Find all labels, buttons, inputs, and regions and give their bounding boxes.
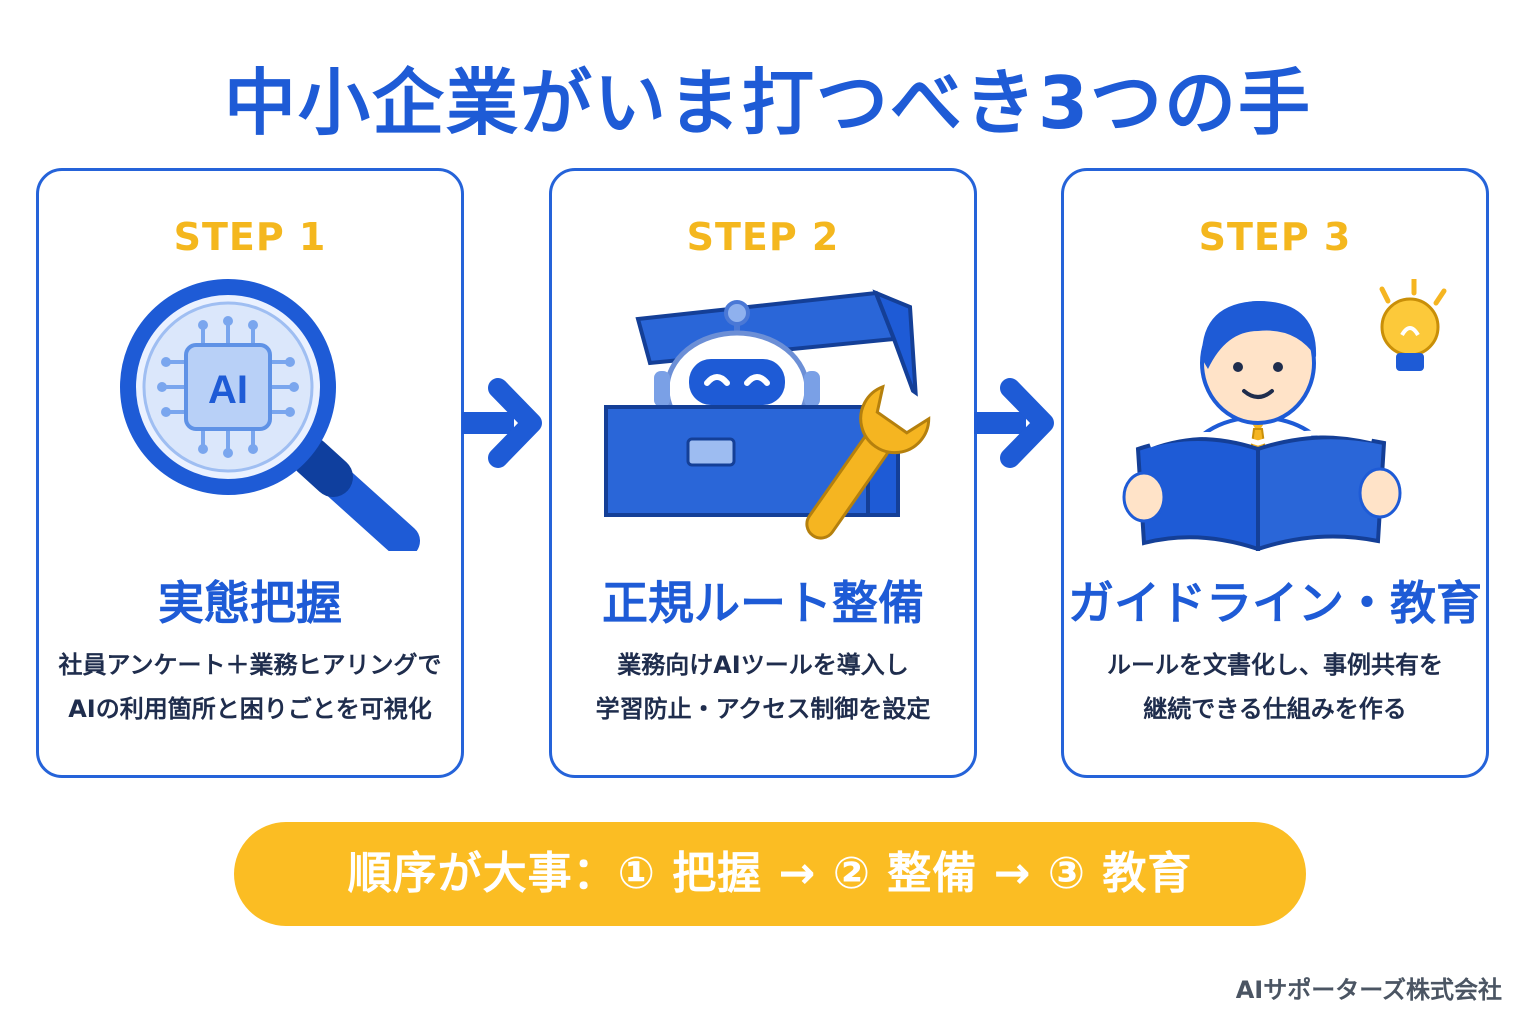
- step-description-line: AIの利用箇所と困りごとを可視化: [68, 695, 432, 723]
- page-title: 中小企業がいま打つべき3つの手: [223, 61, 1313, 145]
- magnifier-ai-chip-icon: AI: [120, 279, 420, 551]
- step-card-1: STEP 1 AI 実態把握 社員アンケート＋業務ヒアリングで AIの利用箇所と…: [36, 168, 464, 778]
- step-description-line: ルールを文書化し、事例共有を: [1107, 651, 1443, 679]
- company-name: AIサポーターズ株式会社: [1235, 976, 1502, 1004]
- order-banner: 順序が大事：① 把握 → ② 整備 → ③ 教育: [234, 822, 1306, 926]
- step-description: ルールを文書化し、事例共有を 継続できる仕組みを作る: [1074, 643, 1476, 731]
- robot-toolbox-wrench-icon: [604, 289, 931, 540]
- step-card-3: STEP 3 ガイドライン・教育 ルールを文書化し、事例共有を: [1061, 168, 1489, 778]
- step-description-line: 社員アンケート＋業務ヒアリングで: [58, 651, 442, 679]
- step-label: STEP 3: [1198, 215, 1352, 259]
- step-description-line: 学習防止・アクセス制御を設定: [595, 695, 931, 723]
- arrow-right-icon: [462, 378, 542, 468]
- lightbulb-icon: [1379, 279, 1447, 371]
- step-card-2: STEP 2 正規ルート整備 業務向けAIツールを導入し 学習防止・アクセス制御…: [549, 168, 977, 778]
- step-title: ガイドライン・教育: [1068, 576, 1482, 630]
- step-description: 社員アンケート＋業務ヒアリングで AIの利用箇所と困りごとを可視化: [49, 643, 451, 731]
- step-description: 業務向けAIツールを導入し 学習防止・アクセス制御を設定: [562, 643, 964, 731]
- step-title: 正規ルート整備: [602, 576, 924, 630]
- step-title: 実態把握: [158, 576, 342, 630]
- person-reading-book-lightbulb-icon: [1122, 279, 1447, 551]
- step-label: STEP 1: [173, 215, 327, 259]
- step-label: STEP 2: [686, 215, 840, 259]
- step-description-line: 業務向けAIツールを導入し: [617, 651, 909, 679]
- arrow-right-icon: [974, 378, 1054, 468]
- ai-chip-label: AI: [208, 368, 248, 412]
- step-description-line: 継続できる仕組みを作る: [1143, 695, 1407, 723]
